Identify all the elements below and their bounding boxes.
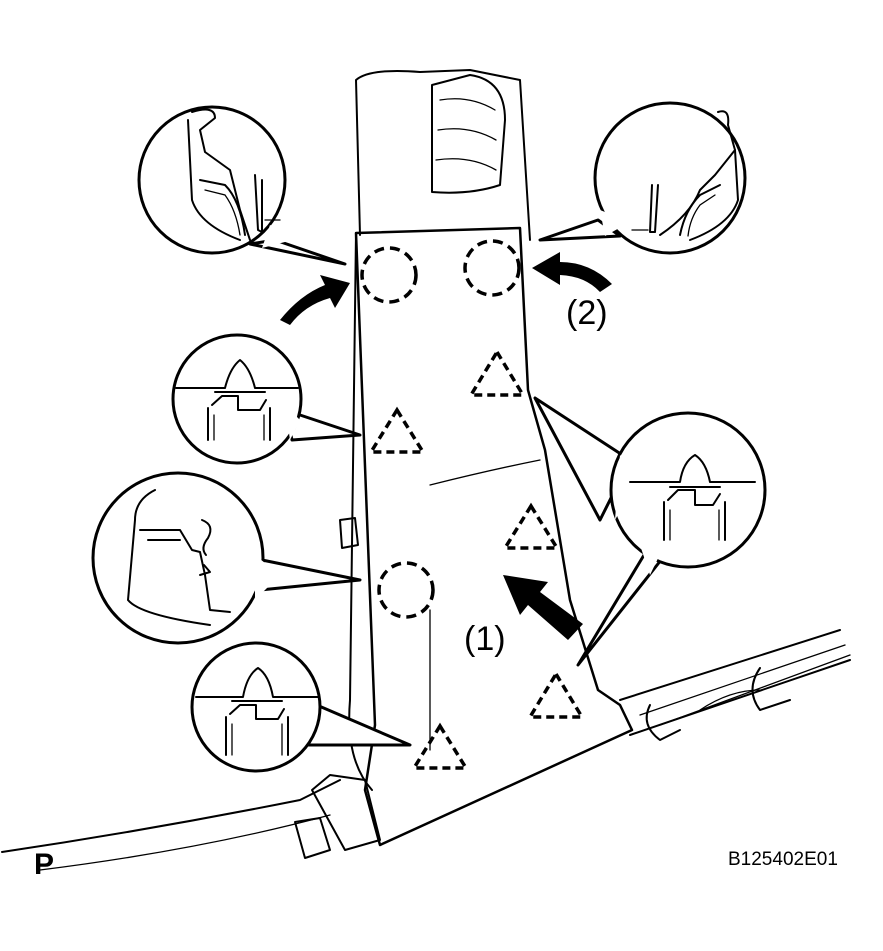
claw-lower-right — [526, 670, 586, 719]
arrow-step1 — [503, 575, 583, 640]
claw-right-mid — [501, 502, 561, 550]
step-2-label: (2) — [566, 294, 608, 332]
clip-upper-left — [360, 246, 418, 304]
arrow-upper-left — [280, 275, 350, 325]
callout-left-hook — [91, 471, 362, 645]
callout-lower-claw — [190, 641, 412, 773]
clip-markers — [360, 239, 521, 619]
claw-bottom — [410, 722, 470, 770]
claw-left-mid — [367, 406, 427, 454]
callout-upper-left — [137, 105, 347, 266]
figure-code: B125402E01 — [728, 849, 838, 870]
clip-middle-left — [377, 561, 435, 619]
callout-upper-right — [538, 101, 747, 255]
direction-arrows — [280, 252, 612, 640]
arrow-step2 — [532, 252, 612, 292]
view-label: P — [34, 848, 55, 881]
body-structure — [1, 69, 851, 871]
callout-right-claw — [533, 396, 767, 667]
claw-upper-right — [467, 348, 527, 397]
clip-upper-right — [463, 239, 521, 297]
callout-left-claw-1 — [171, 333, 362, 465]
pillar-trim — [294, 226, 634, 859]
step-1-label: (1) — [464, 620, 506, 658]
